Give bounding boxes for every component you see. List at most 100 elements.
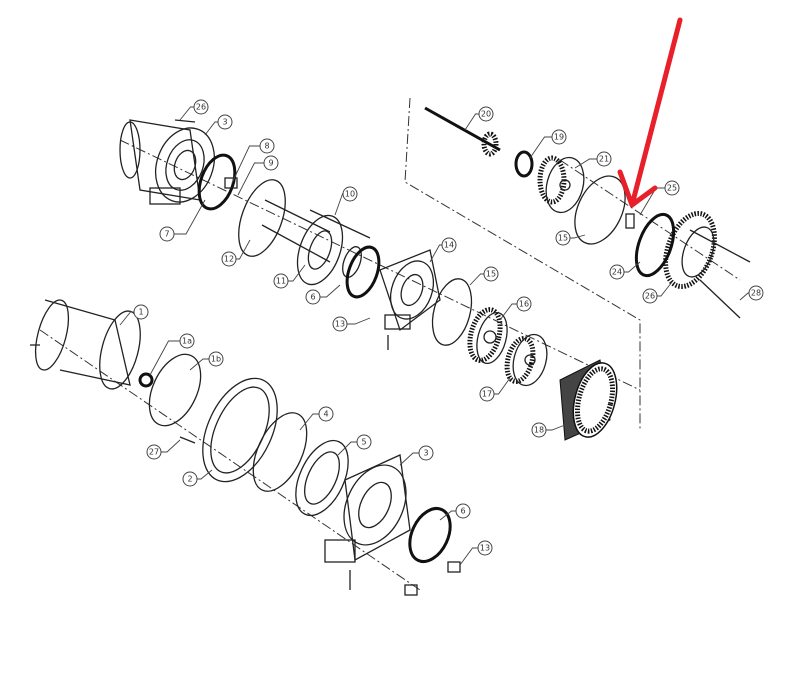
part-number: 28	[751, 289, 761, 298]
part-label-13: 13	[332, 316, 371, 332]
ring-gear-18	[559, 359, 618, 441]
part-number: 21	[599, 155, 609, 164]
part-number: 2	[187, 475, 192, 484]
part-label-12: 12	[221, 239, 251, 267]
input-shaft-20	[424, 106, 534, 178]
part-label-2: 2	[182, 469, 213, 487]
part-label-20: 20	[464, 106, 494, 131]
plate-1b	[148, 353, 202, 427]
gear-housing-26	[663, 211, 751, 319]
part-25	[625, 213, 635, 229]
part-label-3: 3	[204, 114, 233, 136]
part-number: 15	[486, 270, 496, 279]
part-label-4: 4	[299, 406, 334, 431]
part-number: 14	[444, 241, 454, 250]
part-number: 13	[335, 320, 345, 329]
nut-13	[404, 561, 461, 596]
part-number: 4	[323, 410, 328, 419]
part-number: 19	[554, 133, 564, 142]
leader-line	[189, 358, 209, 371]
red-arrow-annotation	[617, 17, 683, 208]
part-number: 11	[276, 277, 286, 286]
leader-line	[499, 303, 517, 321]
part-label-26: 26	[642, 281, 673, 304]
leader-line	[204, 121, 218, 136]
ring-6-lower	[408, 507, 452, 563]
part-label-15: 15	[469, 266, 499, 286]
part-label-24: 24	[609, 261, 641, 280]
end-bearing-3-lower	[324, 454, 411, 590]
part-label-9: 9	[237, 155, 279, 196]
gear-set-16	[467, 307, 508, 365]
leader-line	[529, 136, 552, 159]
ring-24	[634, 212, 676, 278]
part-label-1: 1	[119, 304, 149, 326]
part-number: 25	[667, 184, 677, 193]
part-number: 16	[519, 300, 529, 309]
part-label-1a: 1a	[149, 333, 195, 376]
part-label-17: 17	[479, 377, 511, 402]
part-label-16: 16	[499, 296, 532, 321]
part-label-21: 21	[574, 151, 612, 169]
part-number: 18	[534, 426, 544, 435]
leader-line	[739, 292, 749, 301]
leader-line	[334, 193, 343, 216]
part-number: 15	[558, 234, 568, 243]
part-number: 27	[149, 448, 159, 457]
part-label-19: 19	[529, 129, 567, 159]
part-number: 1b	[211, 355, 221, 364]
part-label-10: 10	[334, 186, 358, 216]
part-label-1b: 1b	[189, 351, 224, 371]
leader-line	[119, 311, 134, 326]
part-label-28: 28	[739, 285, 764, 301]
part-number: 8	[264, 142, 269, 151]
part-number: 10	[345, 190, 355, 199]
part-number: 17	[482, 390, 492, 399]
part-number: 9	[268, 159, 273, 168]
leader-line	[469, 273, 484, 286]
part-number: 26	[196, 103, 206, 112]
part-number: 3	[423, 449, 428, 458]
leader-line	[337, 441, 357, 456]
carrier-21	[537, 155, 585, 214]
gasket-15-upper	[574, 175, 626, 245]
part-label-5: 5	[337, 434, 372, 456]
part-number: 6	[310, 293, 315, 302]
end-bearing-top	[119, 119, 238, 211]
gasket-4	[252, 412, 308, 492]
part-number: 24	[612, 268, 622, 277]
part-label-27: 27	[146, 439, 181, 460]
part-label-11: 11	[273, 264, 306, 289]
leader-line	[459, 547, 478, 566]
leader-line	[574, 158, 597, 169]
leader-line	[237, 162, 264, 196]
part-number: 20	[481, 110, 491, 119]
part-number: 5	[361, 438, 366, 447]
leader-line	[299, 413, 319, 431]
part-label-8: 8	[231, 138, 275, 184]
part-label-25: 25	[639, 180, 680, 216]
leader-line	[399, 452, 419, 466]
gear-set-17	[504, 333, 548, 387]
part-label-18: 18	[531, 422, 566, 438]
bearing-plate-2	[179, 377, 278, 483]
part-label-3: 3	[399, 445, 434, 466]
leader-line	[429, 244, 442, 263]
leader-line	[149, 340, 180, 376]
leader-line	[464, 113, 479, 131]
part-label-13: 13	[459, 540, 493, 566]
part-number: 13	[480, 544, 490, 553]
leader-line	[439, 510, 456, 521]
leader-line	[179, 106, 194, 121]
part-label-26: 26	[179, 99, 209, 121]
drum	[238, 179, 381, 299]
part-number: 12	[224, 255, 234, 264]
part-label-7: 7	[159, 199, 206, 242]
part-number: 1a	[182, 337, 192, 346]
motor-1	[30, 299, 141, 390]
part-number: 26	[645, 292, 655, 301]
part-1a	[138, 372, 154, 388]
